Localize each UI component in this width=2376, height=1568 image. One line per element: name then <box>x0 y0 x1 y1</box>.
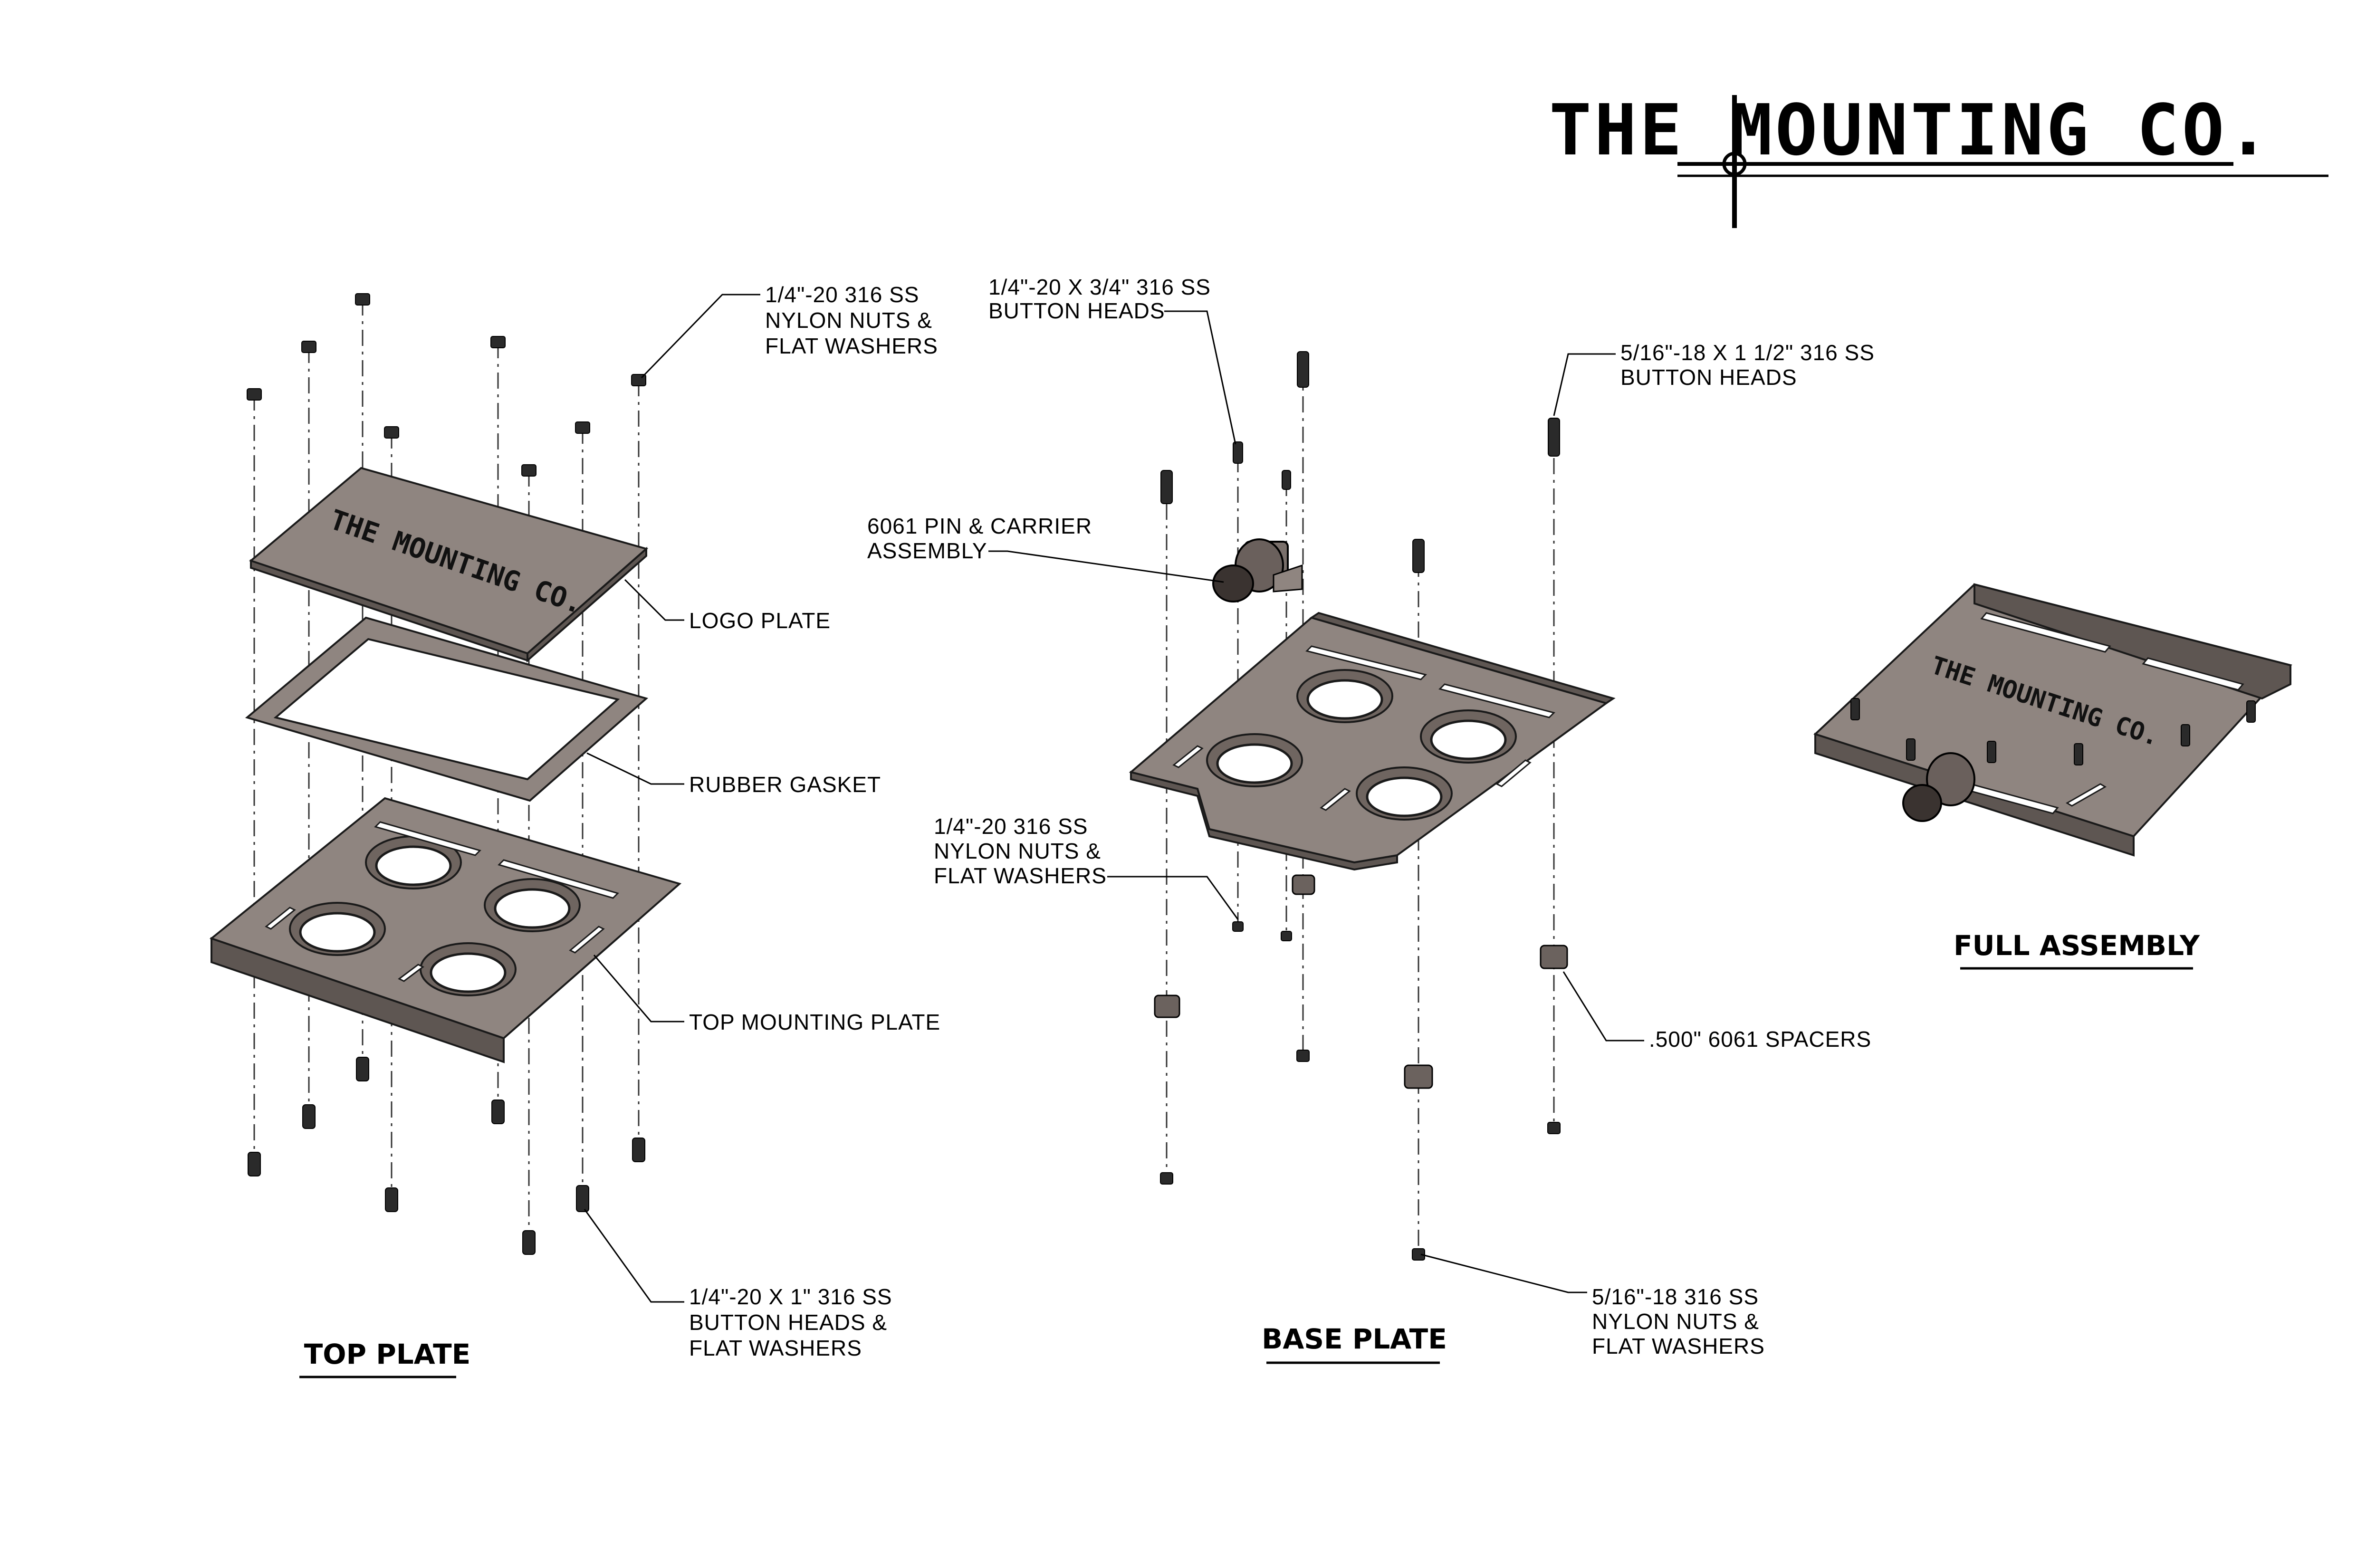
top-plate-assembly: THE MOUNTING CO. <box>209 282 940 1378</box>
base-plate-lower-nuts <box>1160 921 1561 1261</box>
top-plate-title: TOP PLATE <box>304 1338 471 1370</box>
nut <box>1281 931 1292 941</box>
nut <box>1232 921 1244 932</box>
callout-bolts-line2: BUTTON HEADS & <box>689 1310 887 1335</box>
bolt <box>576 1185 589 1212</box>
full-assembly: THE MOUNTING CO. FULL ASSEMBLY <box>1813 583 2292 970</box>
nut <box>1547 1122 1561 1134</box>
bolt <box>385 1187 398 1212</box>
full-assembly-pin <box>1926 752 1975 806</box>
callout-nuts-line2: NYLON NUTS & <box>765 308 932 333</box>
bolt <box>1233 441 1243 464</box>
callout-pin-line2: ASSEMBLY <box>867 538 987 563</box>
callout-nuts-line3: FLAT WASHERS <box>765 334 938 358</box>
pin-carrier-assembly <box>1212 538 1303 602</box>
nut <box>2181 724 2190 746</box>
bolt <box>1160 470 1173 504</box>
callout-nuts2-line2: NYLON NUTS & <box>1592 1309 1759 1334</box>
nut <box>1850 698 1860 720</box>
nut <box>1906 738 1916 761</box>
bolt <box>356 1057 369 1081</box>
nut <box>301 341 316 353</box>
logo-crosshair-ring <box>1722 152 1747 176</box>
base-plate-upper-bolts <box>1160 351 1560 573</box>
callout-nuts2-line3: FLAT WASHERS <box>1592 1334 1765 1358</box>
company-logo: THE MOUNTING CO. <box>1549 89 2328 228</box>
base-plate-spacers <box>1154 874 1568 1089</box>
top-plate-lower-bolts <box>248 1057 645 1255</box>
bolt <box>302 1104 316 1129</box>
nut <box>384 426 399 439</box>
callout-base-nuts-line3: FLAT WASHERS <box>934 863 1107 888</box>
spacer <box>1154 994 1180 1018</box>
bolt <box>248 1152 261 1176</box>
bolt <box>1297 351 1309 388</box>
bolt <box>1548 418 1560 457</box>
callout-top-mounting-plate: TOP MOUNTING PLATE <box>689 1010 940 1034</box>
top-mounting-plate <box>209 797 682 1063</box>
base-plate-assembly: 1/4"-20 X 3/4" 316 SS BUTTON HEADS 6061 … <box>867 275 1875 1364</box>
bolt <box>632 1138 645 1162</box>
nut <box>1412 1248 1425 1261</box>
nut <box>1160 1172 1173 1185</box>
nut <box>575 421 590 434</box>
callout-rubber-gasket: RUBBER GASKET <box>689 772 881 797</box>
full-assembly-title: FULL ASSEMBLY <box>1954 929 2200 962</box>
spacer <box>1292 874 1315 895</box>
callout-pin-line1: 6061 PIN & CARRIER <box>867 514 1092 538</box>
base-plate-title: BASE PLATE <box>1262 1323 1447 1355</box>
callout-button-heads-1-line1: 1/4"-20 X 3/4" 316 SS <box>988 275 1211 299</box>
base-plate-leaders <box>988 310 1644 1293</box>
nut <box>1296 1050 1310 1062</box>
nut <box>247 388 262 401</box>
callout-button-heads-2-line2: BUTTON HEADS <box>1620 365 1797 390</box>
callout-logo-plate: LOGO PLATE <box>689 608 831 633</box>
nut <box>521 464 537 477</box>
bolt <box>522 1230 536 1255</box>
nut <box>2074 743 2083 765</box>
spacer <box>1404 1064 1433 1089</box>
top-plate-leaders <box>584 294 760 1303</box>
callout-bolts-line1: 1/4"-20 X 1" 316 SS <box>689 1284 892 1309</box>
callout-nuts2-line1: 5/16"-18 316 SS <box>1592 1284 1759 1309</box>
callout-base-nuts-line1: 1/4"-20 316 SS <box>934 814 1088 839</box>
nut <box>490 336 506 348</box>
callout-spacers: .500" 6061 SPACERS <box>1649 1027 1871 1052</box>
callout-button-heads-1-line2: BUTTON HEADS <box>988 298 1165 323</box>
nut <box>2246 700 2256 723</box>
full-assembly-pin-knob <box>1902 784 1942 822</box>
top-plate-upper-nuts <box>247 293 646 477</box>
bolt <box>1412 539 1425 573</box>
bolt <box>1282 470 1291 490</box>
callout-base-nuts-line2: NYLON NUTS & <box>934 839 1101 863</box>
nut <box>1987 741 1996 763</box>
callout-button-heads-2-line1: 5/16"-18 X 1 1/2" 316 SS <box>1620 340 1875 365</box>
spacer <box>1540 945 1568 969</box>
callout-bolts-line3: FLAT WASHERS <box>689 1336 862 1360</box>
bolt <box>491 1100 505 1124</box>
base-plate <box>1129 612 1616 871</box>
logo-plate: THE MOUNTING CO. <box>249 467 649 663</box>
callout-nuts-line1: 1/4"-20 316 SS <box>765 282 919 307</box>
nut <box>355 293 370 306</box>
rubber-gasket <box>245 616 649 802</box>
logo-text: THE MOUNTING CO. <box>1549 89 2272 171</box>
